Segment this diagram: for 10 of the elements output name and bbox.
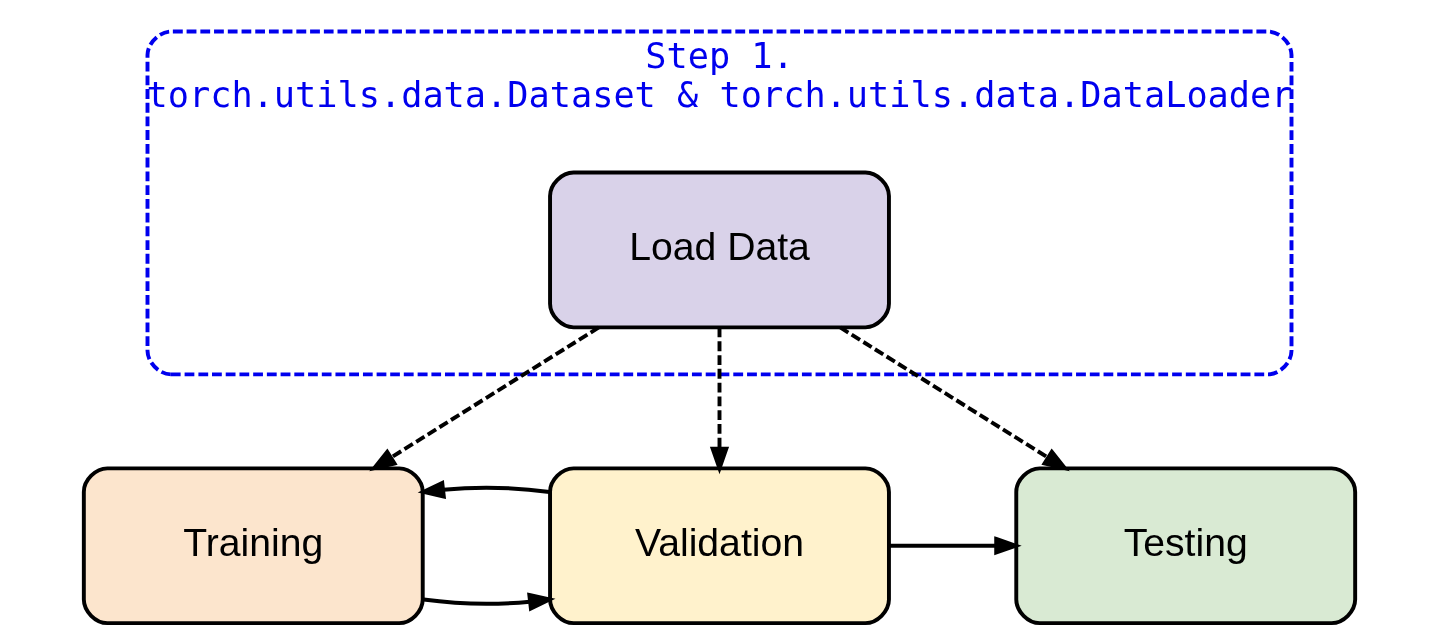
arrow bbox=[889, 536, 1022, 556]
arrow bbox=[839, 325, 1070, 472]
arrow bbox=[417, 479, 550, 500]
arrow bbox=[423, 592, 556, 612]
node-box: Training bbox=[81, 466, 425, 626]
arrow bbox=[369, 325, 600, 472]
node-box: Validation bbox=[548, 466, 891, 626]
arrow bbox=[709, 327, 730, 475]
node-box: Load Data bbox=[548, 170, 891, 330]
node-box: Testing bbox=[1014, 466, 1358, 626]
